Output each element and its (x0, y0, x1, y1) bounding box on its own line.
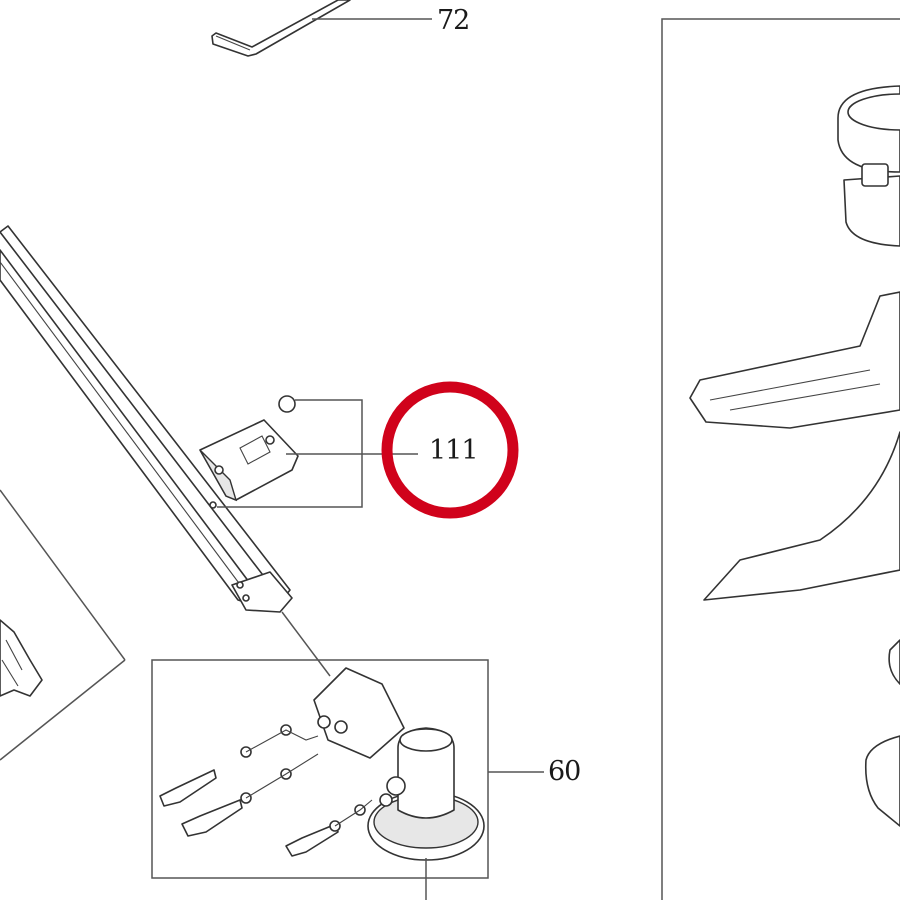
highlight-ring (381, 381, 519, 519)
left-inset (0, 489, 126, 761)
cup-parts (864, 639, 900, 827)
screws-group (159, 724, 373, 857)
spool-head-part (837, 85, 900, 247)
guard-part (689, 291, 900, 601)
gearhead-inset-box (151, 659, 489, 879)
callout-60: 60 (548, 756, 581, 787)
callout-72: 72 (437, 5, 470, 36)
bracket-clamp-part (199, 395, 299, 509)
right-inset-box (661, 18, 900, 900)
gearhead-assembly (313, 667, 485, 900)
hex-key-part (211, 0, 351, 57)
callout-111: 111 (429, 435, 479, 466)
